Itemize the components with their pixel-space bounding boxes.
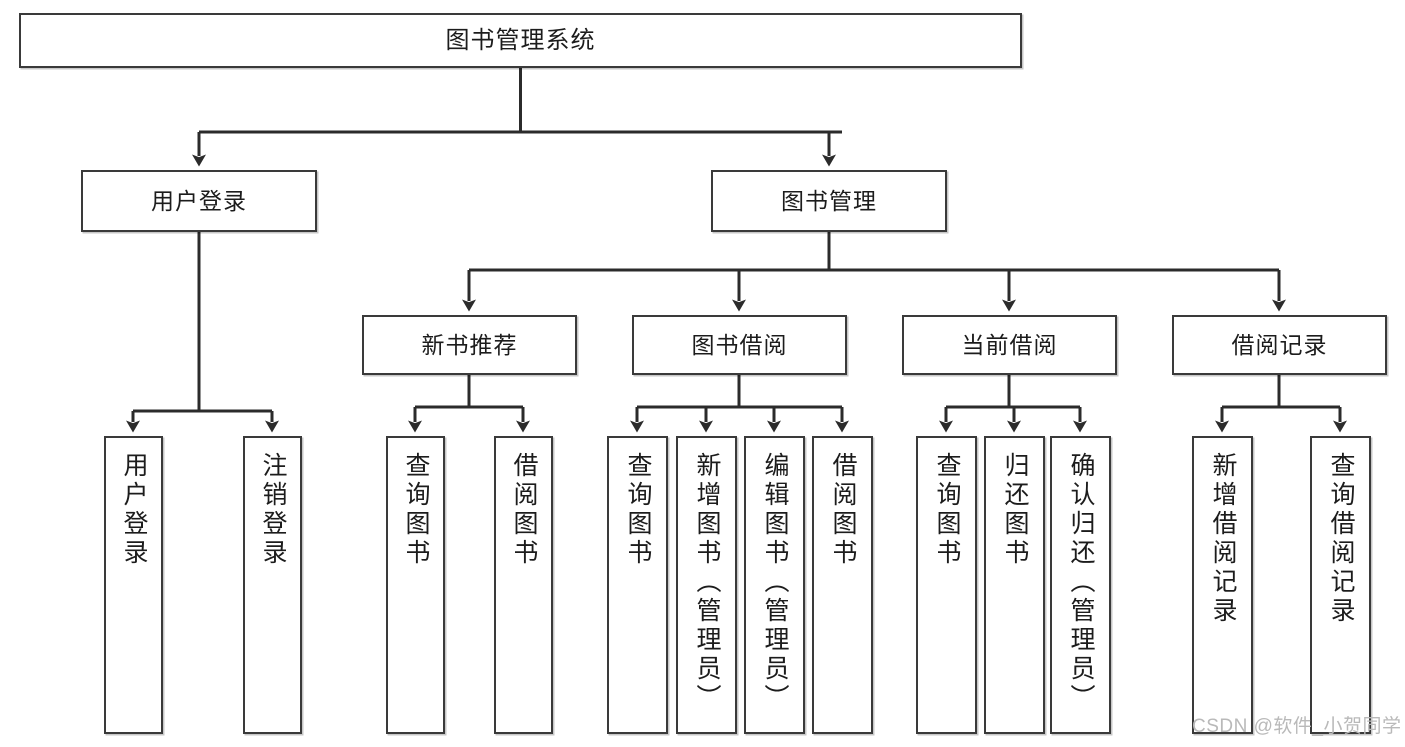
- node-label: 图书管理系统: [445, 26, 596, 54]
- node-label: 用户登录: [151, 187, 247, 214]
- node-book-borrow[interactable]: 图书借阅: [632, 315, 847, 375]
- node-label: 图书管理: [781, 187, 877, 214]
- leaf-current-borrow-query[interactable]: 查询图书: [916, 436, 977, 734]
- leaf-user-login-login[interactable]: 用户登录: [104, 436, 163, 734]
- node-borrow-record[interactable]: 借阅记录: [1172, 315, 1387, 375]
- node-label: 借阅图书: [829, 452, 857, 568]
- node-new-book-recommend[interactable]: 新书推荐: [362, 315, 577, 375]
- node-book-management-system[interactable]: 图书管理系统: [19, 13, 1022, 68]
- node-label: 新增图书（管理员）: [693, 452, 721, 713]
- leaf-new-book-borrow[interactable]: 借阅图书: [494, 436, 553, 734]
- node-label: 确认归还（管理员）: [1067, 452, 1095, 713]
- node-label: 借阅图书: [510, 452, 538, 568]
- leaf-borrow-record-add[interactable]: 新增借阅记录: [1192, 436, 1253, 734]
- leaf-current-borrow-return[interactable]: 归还图书: [984, 436, 1045, 734]
- node-label: 查询借阅记录: [1327, 452, 1355, 626]
- leaf-book-borrow-edit[interactable]: 编辑图书（管理员）: [744, 436, 805, 734]
- node-label: 查询图书: [402, 452, 430, 568]
- node-label: 注销登录: [259, 452, 287, 568]
- leaf-user-login-logout[interactable]: 注销登录: [243, 436, 302, 734]
- node-book-management[interactable]: 图书管理: [711, 170, 947, 232]
- leaf-book-borrow-add[interactable]: 新增图书（管理员）: [676, 436, 737, 734]
- node-current-borrow[interactable]: 当前借阅: [902, 315, 1117, 375]
- leaf-book-borrow-borrow[interactable]: 借阅图书: [812, 436, 873, 734]
- leaf-current-borrow-confirm-return[interactable]: 确认归还（管理员）: [1050, 436, 1111, 734]
- csdn-watermark: CSDN @软件_小贺同学: [1192, 716, 1402, 737]
- leaf-new-book-query[interactable]: 查询图书: [386, 436, 445, 734]
- node-label: 新增借阅记录: [1209, 452, 1237, 626]
- node-label: 查询图书: [624, 452, 652, 568]
- node-label: 归还图书: [1001, 452, 1029, 568]
- node-label: 当前借阅: [961, 331, 1058, 358]
- leaf-book-borrow-query[interactable]: 查询图书: [607, 436, 668, 734]
- node-label: 借阅记录: [1231, 331, 1328, 358]
- node-label: 编辑图书（管理员）: [761, 452, 789, 713]
- node-user-login[interactable]: 用户登录: [81, 170, 317, 232]
- node-label: 图书借阅: [691, 331, 788, 358]
- node-label: 用户登录: [120, 452, 148, 568]
- node-label: 新书推荐: [421, 331, 518, 358]
- leaf-borrow-record-query[interactable]: 查询借阅记录: [1310, 436, 1371, 734]
- node-label: 查询图书: [933, 452, 961, 568]
